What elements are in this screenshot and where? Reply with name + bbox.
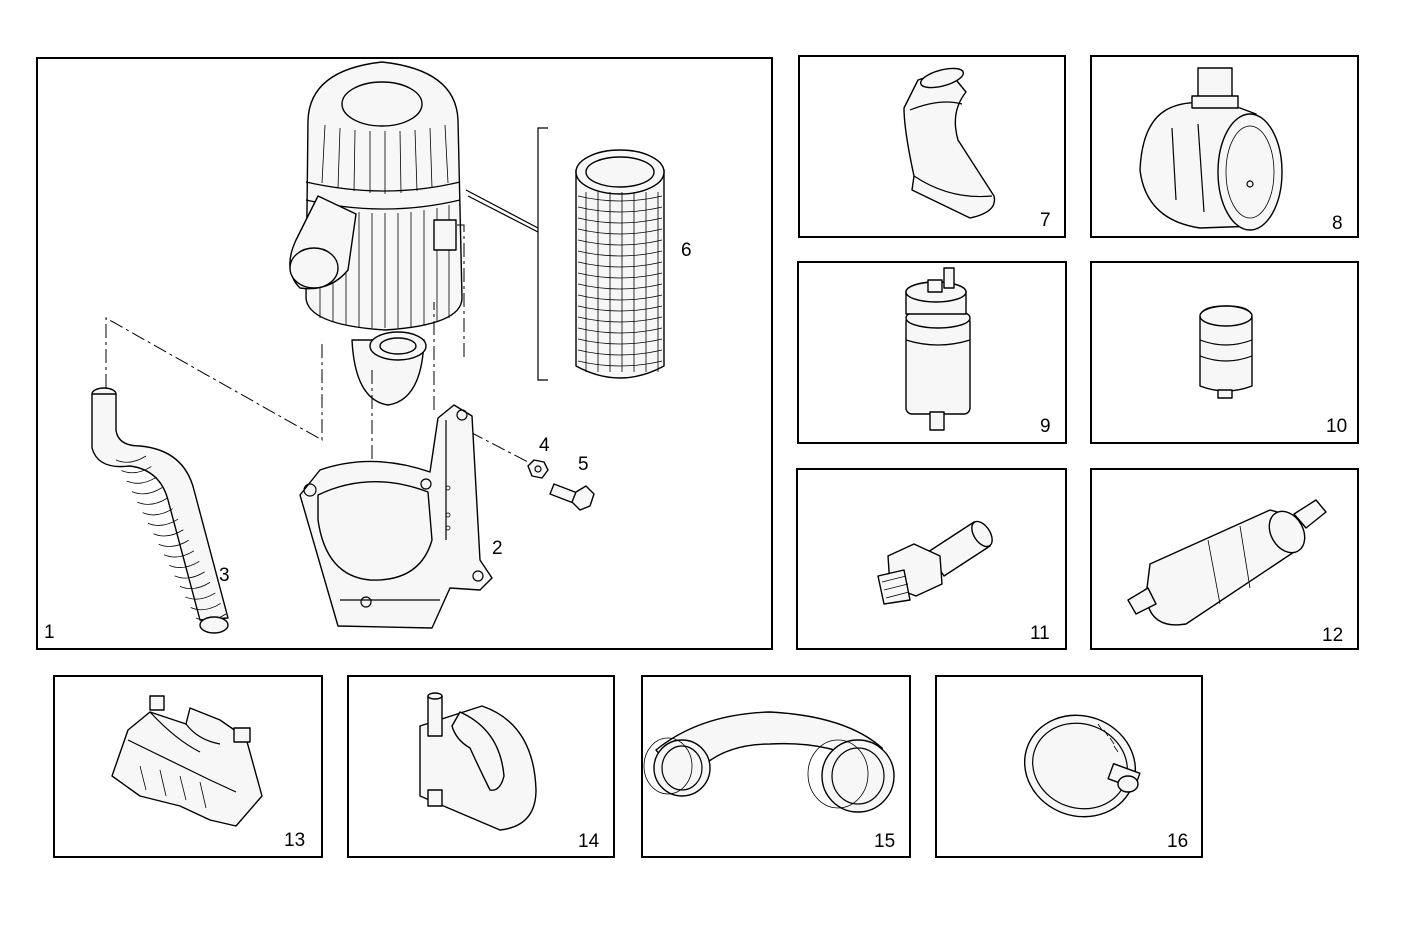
filter-grid-line [577, 305, 663, 312]
hose-rib [174, 571, 205, 579]
panel-part-13[interactable]: 13 [53, 675, 323, 858]
panel-part-11[interactable]: 11 [796, 468, 1067, 650]
callout-16: 16 [1167, 831, 1188, 852]
hose-rib [163, 550, 195, 558]
callout-7: 7 [1040, 210, 1051, 231]
hose-clip [419, 692, 537, 831]
hose-rib [179, 582, 211, 590]
inline-fuel-filter [1127, 499, 1327, 626]
hose-rib [158, 539, 189, 547]
panel-air-filter-assembly[interactable]: 1 2 3 4 5 6 [36, 57, 773, 650]
filter-grid-line [577, 250, 663, 257]
hose-rib [126, 476, 157, 484]
filter-grid-line [577, 294, 663, 301]
panel-part-14[interactable]: 14 [347, 675, 615, 858]
filter-grid-line [577, 338, 663, 345]
hex-bolt [549, 483, 595, 511]
washer-nut [527, 459, 549, 479]
temperature-sensor [877, 520, 993, 605]
air-filter-housing [289, 61, 463, 406]
assembly-leader-lines [105, 189, 539, 530]
filter-grid-line [577, 349, 663, 356]
filter-grid-line [577, 195, 663, 202]
intake-elbow [903, 67, 996, 219]
callout-10: 10 [1326, 416, 1347, 437]
hose-rib [131, 487, 163, 495]
hose-rib [169, 560, 200, 568]
electric-fuel-pump [905, 267, 971, 431]
filter-grid-line [577, 261, 663, 268]
hose-rib [115, 455, 147, 463]
panel-part-7[interactable]: 7 [798, 55, 1066, 238]
callout-2: 2 [492, 538, 503, 559]
callout-6: 6 [681, 240, 692, 261]
callout-12: 12 [1322, 625, 1343, 646]
hose-rib [190, 603, 221, 611]
hose-rib [153, 529, 184, 537]
filter-grid-line [577, 239, 663, 246]
callout-14: 14 [578, 831, 600, 852]
rubber-cap [1199, 305, 1253, 399]
callout-13: 13 [284, 830, 305, 851]
hose-rib [121, 466, 152, 474]
hose-rib [137, 497, 168, 505]
callout-8: 8 [1332, 213, 1343, 234]
filter-grid-line [577, 360, 663, 367]
callout-15: 15 [874, 831, 895, 852]
filter-grid-line [577, 228, 663, 235]
breather-hose [91, 387, 229, 634]
callout-11: 11 [1030, 623, 1050, 644]
air-flow-sensor [1139, 67, 1283, 231]
panel-part-10[interactable]: 10 [1090, 261, 1359, 444]
elbow-hose [643, 711, 895, 813]
hose-rib [142, 508, 173, 516]
filter-grid-line [577, 272, 663, 279]
hose-clamp [1023, 714, 1141, 818]
hose-rib [185, 592, 216, 600]
filter-grid-line [577, 327, 663, 334]
panel-part-8[interactable]: 8 [1090, 55, 1359, 238]
panel-part-12[interactable]: 12 [1090, 468, 1359, 650]
callout-5: 5 [578, 454, 589, 475]
filter-grid-line [577, 206, 663, 213]
callout-4: 4 [539, 435, 550, 456]
filter-grid-line [577, 316, 663, 323]
panel-part-15[interactable]: 15 [641, 675, 911, 858]
filter-grid-line [577, 283, 663, 290]
filter-element [537, 127, 665, 381]
callout-3: 3 [219, 565, 230, 586]
callout-1: 1 [44, 622, 55, 643]
panel-part-16[interactable]: 16 [935, 675, 1203, 858]
hose-rib [147, 518, 179, 526]
cover-bracket [111, 695, 263, 827]
filter-grid-line [577, 217, 663, 224]
callout-9: 9 [1040, 416, 1051, 437]
panel-part-9[interactable]: 9 [797, 261, 1067, 444]
filter-bracket [299, 404, 493, 629]
